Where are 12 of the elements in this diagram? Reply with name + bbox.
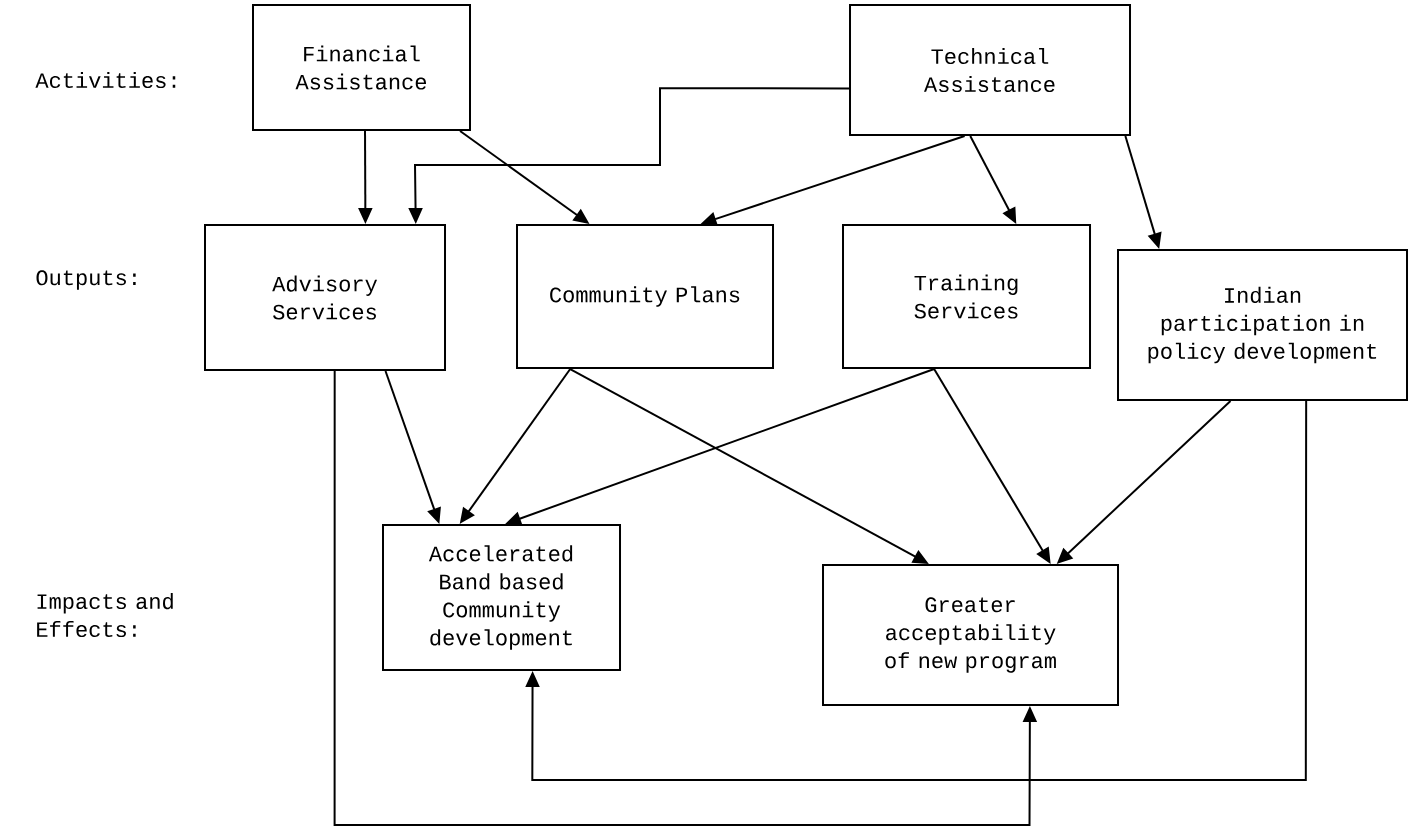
process-box: Advisory Services [204, 224, 446, 371]
process-box: Indian participation in policy development [1117, 249, 1408, 401]
process-box: Technical Assistance [849, 4, 1131, 136]
process-box: Community Plans [516, 224, 774, 369]
process-box: Greater acceptability of new program [822, 564, 1119, 706]
arrow [525, 400, 1308, 781]
process-box: Training Services [842, 224, 1091, 369]
row-label: Activities: [35, 71, 176, 89]
process-box: Financial Assistance [252, 4, 471, 131]
row-label: Impacts and Effects: [37, 592, 173, 638]
row-label: Outputs: [36, 270, 136, 290]
process-box: Accelerated Band based Community development [382, 524, 621, 671]
